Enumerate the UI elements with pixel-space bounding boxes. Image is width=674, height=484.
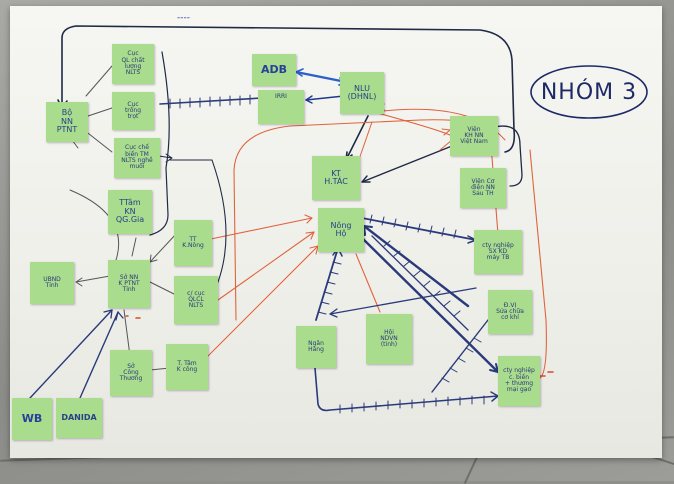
note-cuc-trong-trot: Cục trồng trọt: [112, 92, 154, 130]
note-tt-kcong: T. Tâm K công: [166, 344, 208, 390]
note-vien-kh: Viện KH NN Việt Nam: [450, 116, 498, 156]
note-hoi-ndvn: Hội NDVN (tỉnh): [366, 314, 412, 364]
note-cc-qlcl: c/ cục QLCL NLTS: [174, 276, 218, 324]
note-wb: WB: [12, 398, 52, 440]
note-cty-sx: cty nghiệp SX KD máy TB: [474, 230, 522, 274]
note-cty-che-bien: cty nghiệp c. biến + thương mại gạo: [498, 356, 540, 406]
note-irri: IRRI: [258, 90, 304, 124]
note-cuc-ql: Cục QL chất lượng NLTS: [112, 44, 154, 84]
note-adb: ADB: [252, 54, 296, 86]
note-nong-ho: Nông Hộ: [318, 208, 364, 252]
note-tt-kn: TT K.Nông: [174, 220, 212, 266]
note-kt-htac: KT H.TÁC: [312, 156, 360, 200]
note-ngan-hang: Ngân Hàng: [296, 326, 336, 368]
note-cuc-che-bien: Cục chế biến TM NLTS nghề muối: [114, 138, 160, 178]
note-so-nn: Sở NN K PTNT Tỉnh: [108, 260, 150, 308]
note-nlu: NLU (DHNL): [340, 72, 384, 114]
top-scribble: ----: [177, 13, 190, 23]
note-danida: DANIDA: [56, 398, 102, 438]
note-dv-sua-chua: Đ.VỊ Sửa chữa cơ khí: [488, 290, 532, 334]
note-bo-nn: Bộ NN PTNT: [46, 102, 88, 142]
group-label: NHÓM 3: [540, 79, 638, 105]
note-tt-tam-kn: TTâm KN QG.Gia: [108, 190, 152, 234]
note-vien-co-dien: Viện Cơ điện NN Sau TH: [460, 168, 506, 208]
note-so-ct: Sở Công Thương: [110, 350, 152, 396]
note-ubnd: UBND Tỉnh: [30, 262, 74, 304]
